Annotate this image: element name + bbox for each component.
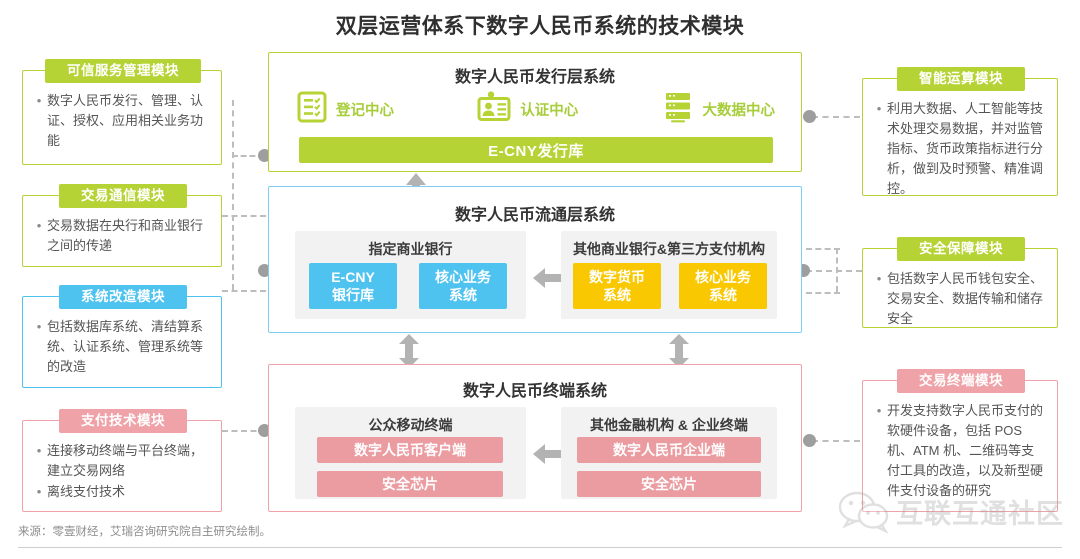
group-designated-commercial-bank: 指定商业银行 E-CNY 银行库 核心业务 系统 xyxy=(295,231,526,319)
module-card-system-transformation[interactable]: 系统改造模块 • 包括数据库系统、清结算系统、认证系统、管理系统等的改造 xyxy=(22,285,222,388)
module-card-payment-technology[interactable]: 支付技术模块 • 连接移动终端与平台终端，建立交易网络 • 离线支付技术 xyxy=(22,409,222,512)
panel-title: 数字人民币发行层系统 xyxy=(454,69,615,86)
chip-secure-chip-enterprise[interactable]: 安全芯片 xyxy=(577,471,761,497)
footer-divider xyxy=(18,547,1062,548)
group-title: 其他商业银行&第三方支付机构 xyxy=(572,241,766,257)
database-icon xyxy=(662,91,694,128)
connector-dashed-right-6 xyxy=(812,440,860,442)
group-public-mobile-terminal: 公众移动终端 数字人民币客户端 安全芯片 xyxy=(295,407,526,499)
group-other-banks-third-party: 其他商业银行&第三方支付机构 数字货币 系统 核心业务 系统 xyxy=(561,231,777,319)
panel-terminal-layer: 数字人民币终端系统 公众移动终端 数字人民币客户端 安全芯片 其他金融机构 & … xyxy=(268,364,802,512)
chip-core-business-system-other[interactable]: 核心业务 系统 xyxy=(679,263,767,309)
checklist-icon xyxy=(297,91,327,128)
center-label: 登记中心 xyxy=(336,103,394,119)
watermark-text: 互联互通社区 xyxy=(896,499,1064,529)
connector-knob-left-mid xyxy=(258,264,271,277)
module-bullet-text: 包括数字人民币钱包安全、交易安全、数据传输和储存安全 xyxy=(887,271,1044,326)
connector-knob-left-bottom xyxy=(258,424,271,437)
module-title: 交易终端模块 xyxy=(897,369,1025,393)
module-card-trusted-service[interactable]: 可信服务管理模块 • 数字人民币发行、管理、认证、授权、应用相关业务功能 xyxy=(22,59,222,165)
list-item: • 包括数字人民币钱包安全、交易安全、数据传输和储存安全 xyxy=(871,269,1047,329)
connector-dashed-right-4 xyxy=(806,270,862,272)
center-label: 认证中心 xyxy=(520,103,579,119)
list-item: • 离线支付技术 xyxy=(31,482,211,502)
chip-ecny-enterprise-client[interactable]: 数字人民币企业端 xyxy=(577,437,761,463)
module-bullet-text: 利用大数据、人工智能等技术处理交易数据，并对监管指标、货币政策指标进行分析，做到… xyxy=(887,101,1044,196)
arrow-circulation-terminal-right xyxy=(668,334,690,373)
connector-dashed-right-1 xyxy=(812,116,860,118)
module-bullet-text: 交易数据在央行和商业银行之间的传递 xyxy=(47,218,204,253)
connector-dashed-left-3 xyxy=(222,215,266,217)
chip-ecny-bank-vault[interactable]: E-CNY 银行库 xyxy=(309,263,397,309)
list-item: • 利用大数据、人工智能等技术处理交易数据，并对监管指标、货币政策指标进行分析，… xyxy=(871,99,1047,199)
connector-dashed-left-6 xyxy=(222,430,266,432)
source-note: 来源：零壹财经，艾瑞咨询研究院自主研究绘制。 xyxy=(18,526,271,538)
id-card-icon xyxy=(477,91,511,128)
chip-digital-currency-system[interactable]: 数字货币 系统 xyxy=(573,263,661,309)
module-bullet-text: 包括数据库系统、清结算系统、认证系统、管理系统等的改造 xyxy=(47,319,204,374)
wechat-icon xyxy=(838,491,889,534)
bullet-dot: • xyxy=(36,319,42,334)
bullet-dot: • xyxy=(36,443,42,458)
connector-dashed-left-5 xyxy=(232,215,234,290)
module-title: 系统改造模块 xyxy=(59,285,187,309)
bullet-dot: • xyxy=(36,484,42,499)
center-bigdata[interactable]: 大数据中心 xyxy=(662,91,776,128)
module-title: 可信服务管理模块 xyxy=(45,59,201,83)
module-bullet-text: 连接移动终端与平台终端，建立交易网络 xyxy=(47,443,204,478)
bullet-dot: • xyxy=(36,93,42,108)
page-title: 双层运营体系下数字人民币系统的技术模块 xyxy=(335,15,745,38)
ecny-issuance-vault-bar[interactable]: E-CNY发行库 xyxy=(299,137,773,163)
bullet-dot: • xyxy=(876,101,882,116)
bullet-dot: • xyxy=(876,403,882,418)
list-item: • 包括数据库系统、清结算系统、认证系统、管理系统等的改造 xyxy=(31,317,211,377)
group-other-financial-enterprise-terminal: 其他金融机构 & 企业终端 数字人民币企业端 安全芯片 xyxy=(561,407,777,499)
center-registration[interactable]: 登记中心 xyxy=(297,91,394,128)
module-bullet-text: 离线支付技术 xyxy=(47,484,126,499)
bullet-dot: • xyxy=(36,218,42,233)
module-title: 智能运算模块 xyxy=(897,67,1025,91)
module-title: 交易通信模块 xyxy=(59,184,187,208)
list-item: • 数字人民币发行、管理、认证、授权、应用相关业务功能 xyxy=(31,91,211,151)
panel-circulation-layer: 数字人民币流通层系统 指定商业银行 E-CNY 银行库 核心业务 系统 其他商业… xyxy=(268,186,802,333)
watermark: 互联互通社区 xyxy=(838,490,1078,536)
module-title: 支付技术模块 xyxy=(59,409,187,433)
list-item: • 开发支持数字人民币支付的软硬件设备，包括 POS 机、ATM 机、二维码等支… xyxy=(871,401,1047,501)
center-authentication[interactable]: 认证中心 xyxy=(477,91,578,128)
chip-secure-chip-public[interactable]: 安全芯片 xyxy=(317,471,503,497)
module-card-security-assurance[interactable]: 安全保障模块 • 包括数字人民币钱包安全、交易安全、数据传输和储存安全 xyxy=(862,237,1058,329)
module-card-transaction-terminal[interactable]: 交易终端模块 • 开发支持数字人民币支付的软硬件设备，包括 POS 机、ATM … xyxy=(862,369,1058,512)
module-title: 安全保障模块 xyxy=(897,237,1025,261)
panel-title: 数字人民币流通层系统 xyxy=(454,207,615,224)
group-title: 其他金融机构 & 企业终端 xyxy=(590,417,748,433)
arrow-circulation-terminal-left xyxy=(398,334,420,373)
connector-dashed-right-5 xyxy=(806,292,840,294)
center-label: 大数据中心 xyxy=(702,103,776,119)
module-card-transaction-communication[interactable]: 交易通信模块 • 交易数据在央行和商业银行之间的传递 xyxy=(22,184,222,267)
connector-dashed-left-2 xyxy=(232,155,264,157)
group-title: 指定商业银行 xyxy=(368,241,453,257)
connector-knob-right-top xyxy=(803,110,816,123)
chip-core-business-system-bank[interactable]: 核心业务 系统 xyxy=(419,263,507,309)
connector-knob-right-bottom xyxy=(803,434,816,447)
panel-title: 数字人民币终端系统 xyxy=(462,383,607,400)
chip-ecny-client[interactable]: 数字人民币客户端 xyxy=(317,437,503,463)
module-bullet-text: 数字人民币发行、管理、认证、授权、应用相关业务功能 xyxy=(47,93,204,148)
connector-dashed-right-3 xyxy=(806,248,840,250)
module-bullet-text: 开发支持数字人民币支付的软硬件设备，包括 POS 机、ATM 机、二维码等支付工… xyxy=(887,403,1044,498)
connector-dashed-left-4 xyxy=(222,290,266,292)
module-card-intelligent-computing[interactable]: 智能运算模块 • 利用大数据、人工智能等技术处理交易数据，并对监管指标、货币政策… xyxy=(862,67,1058,199)
bullet-dot: • xyxy=(876,271,882,286)
group-title: 公众移动终端 xyxy=(368,417,453,433)
list-item: • 交易数据在央行和商业银行之间的传递 xyxy=(31,216,211,256)
connector-knob-left-top xyxy=(258,149,271,162)
panel-issuance-layer: 数字人民币发行层系统 登记中心 xyxy=(268,52,802,172)
list-item: • 连接移动终端与平台终端，建立交易网络 xyxy=(31,441,211,481)
